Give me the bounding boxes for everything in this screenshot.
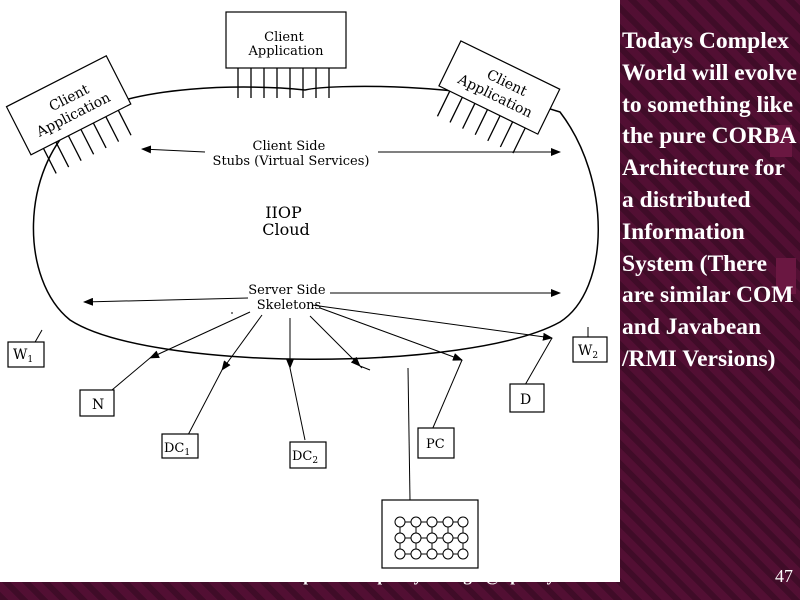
server-w2-label: W2 [578, 343, 598, 361]
server-dc2 [289, 441, 327, 469]
server-n-label: N [92, 397, 104, 413]
client-application-top-stubs [237, 68, 330, 98]
background-accent-block [776, 258, 796, 294]
server-dc1 [161, 433, 199, 459]
server-w1-label: W1 [13, 347, 33, 365]
skeleton-arrows [83, 289, 561, 306]
iiop-cloud-shape [32, 85, 599, 360]
corba-architecture-diagram: Client Application Client Application [0, 0, 620, 582]
footer-url: General orbs98A http://www.npac.syr.edu … [155, 566, 592, 585]
parallel-computer-nodes [394, 516, 469, 560]
server-d [509, 383, 545, 413]
server-w2 [572, 336, 608, 363]
server-connection-lines [33, 304, 589, 501]
server-side-skeletons-label: Server Side Skeletons [248, 283, 329, 313]
stubs-arrow-left [141, 145, 206, 154]
client-application-top-label: Client Application [248, 30, 325, 59]
server-n [79, 389, 115, 417]
server-pc-label: PC [426, 437, 445, 452]
page-number: 47 [775, 566, 793, 586]
client-application-right: Client Application [436, 40, 561, 154]
diagram-canvas: Client Application Client Application [5, 11, 608, 569]
footer-date: 4/24/98 [60, 566, 119, 587]
server-dc1-label: DC1 [164, 441, 190, 458]
iiop-cloud-label: IIOP Cloud [262, 203, 310, 239]
client-application-left-stubs [42, 110, 132, 174]
background-accent-block [770, 125, 792, 157]
client-application-right-box [438, 40, 561, 135]
client-application-top-box [225, 11, 347, 69]
server-w1 [7, 341, 45, 368]
client-application-right-stubs [436, 90, 526, 154]
server-d-label: D [520, 392, 531, 408]
slide-side-text: Todays Complex World will evolve to some… [622, 28, 797, 372]
server-dc2-label: DC2 [292, 449, 318, 466]
server-pc [417, 427, 455, 459]
client-side-stubs-label: Client Side Stubs (Virtual Services) [213, 139, 370, 169]
client-application-left: Client Application [5, 55, 132, 174]
